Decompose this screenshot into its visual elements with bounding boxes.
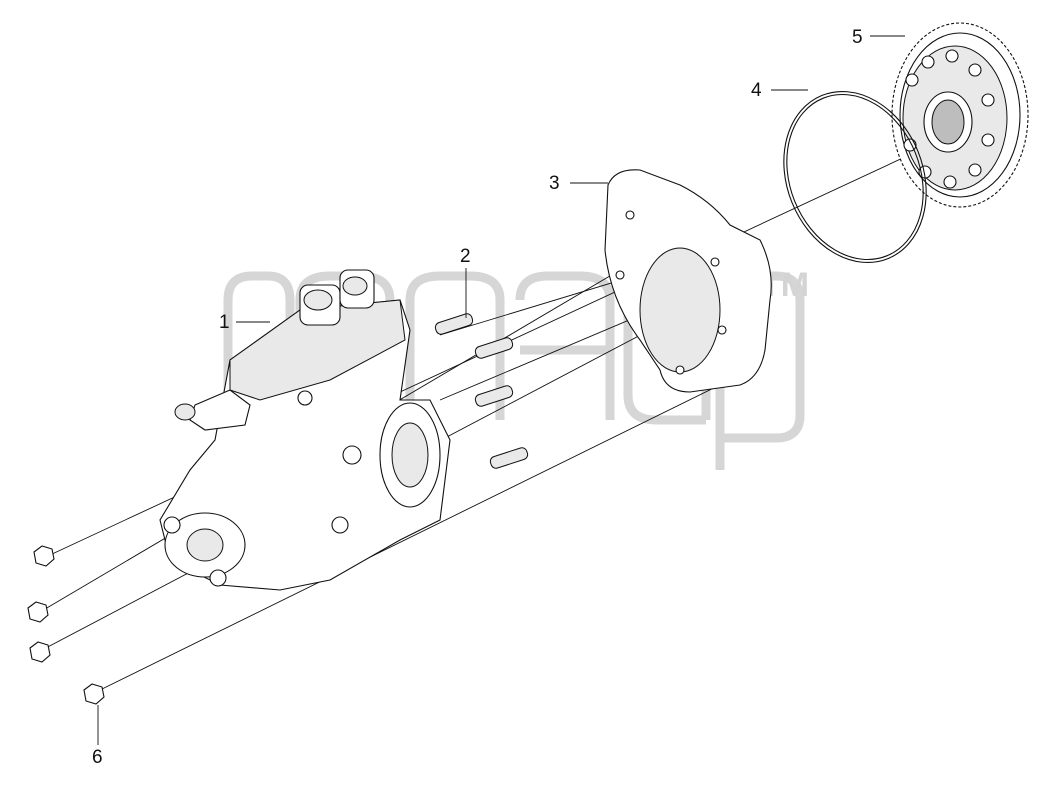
callout-2: 2 [460, 246, 471, 267]
gear [891, 22, 1029, 208]
callout-4: 4 [751, 80, 762, 101]
callout-1: 1 [219, 312, 230, 333]
leader-lines [97, 35, 905, 745]
callout-3: 3 [549, 173, 560, 194]
injection-pump [159, 269, 451, 591]
o-ring [783, 90, 927, 264]
callout-6: 6 [92, 747, 103, 768]
assembly-axis-lines [39, 149, 921, 691]
nuts [27, 545, 105, 705]
studs [434, 313, 529, 469]
adapter-flange [604, 169, 772, 393]
callout-5: 5 [852, 27, 863, 48]
